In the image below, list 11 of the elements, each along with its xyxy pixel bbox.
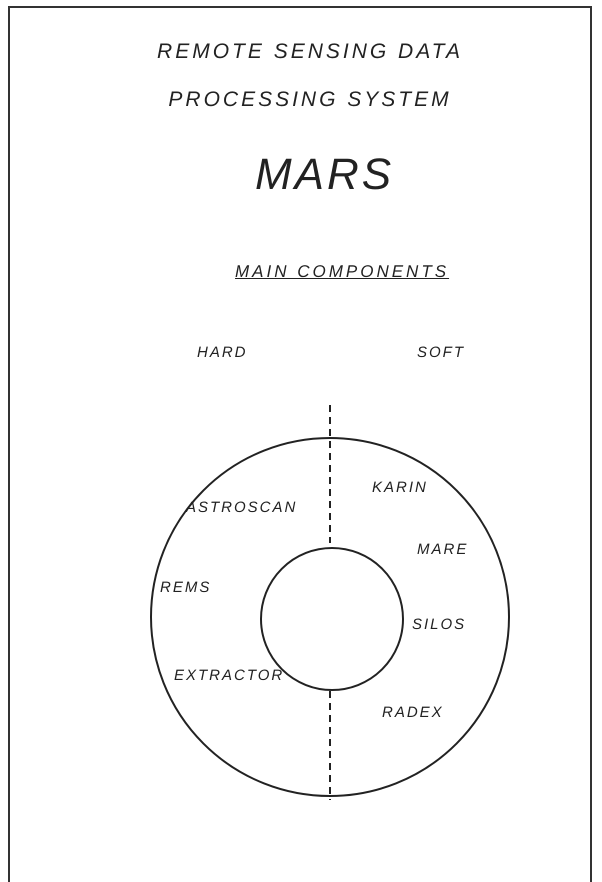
component-label: KARIN <box>372 479 428 496</box>
component-label: SILOS <box>412 616 466 633</box>
component-label: RADEX <box>382 704 444 721</box>
half-heading: HARD <box>197 344 248 361</box>
component-label: MARE <box>417 541 468 558</box>
section-heading: MAIN COMPONENTS <box>235 262 450 282</box>
half-heading: SOFT <box>417 344 465 361</box>
system-name: MARS <box>255 150 394 200</box>
component-label: EXTRACTOR <box>174 667 284 684</box>
title: REMOTE SENSING DATA PROCESSING SYSTEM <box>156 39 464 113</box>
component-label: REMS <box>160 579 212 596</box>
